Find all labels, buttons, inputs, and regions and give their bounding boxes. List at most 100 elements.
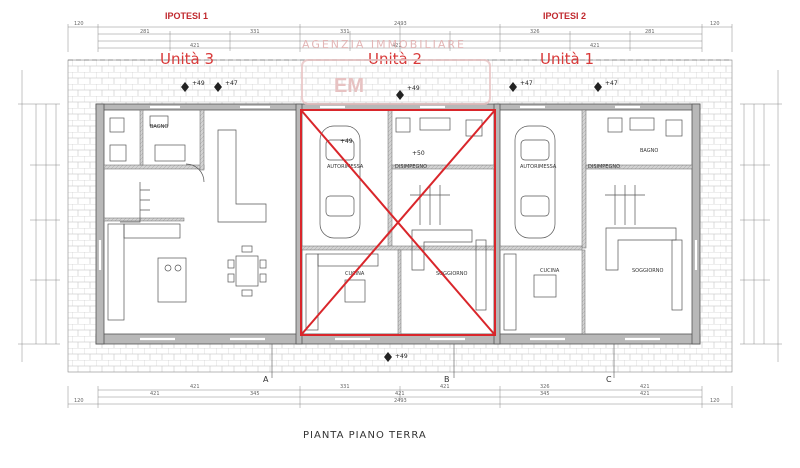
unit-3-chair-2 bbox=[227, 273, 235, 283]
unit-3-stair bbox=[120, 182, 150, 223]
dim-bottom-a-2: 331 bbox=[340, 384, 350, 390]
interior-walls bbox=[103, 109, 693, 335]
unit-3-shower-2 bbox=[154, 144, 186, 162]
room-label-cucina-right: CUCINA bbox=[540, 268, 560, 274]
dim-bottom-total: 2493 bbox=[394, 398, 407, 404]
unit-3-chair bbox=[227, 259, 235, 269]
windows bbox=[98, 105, 698, 341]
unit-1-furniture bbox=[503, 117, 683, 331]
dim-bottom-b-1: 421 bbox=[150, 391, 160, 397]
dim-bottom-b-5: 421 bbox=[640, 391, 650, 397]
dim-top-total: 2493 bbox=[394, 21, 407, 27]
unit-3-chair-6 bbox=[241, 289, 253, 297]
dim-bottom-a-3: 421 bbox=[440, 384, 450, 390]
room-label-soggiorno-mid: SOGGIORNO bbox=[436, 271, 467, 277]
room-label-autorimessa-mid: AUTORIMESSA bbox=[327, 164, 364, 170]
level-marker-1: +49 bbox=[192, 80, 205, 87]
dim-bottom-a-4: 326 bbox=[540, 384, 550, 390]
section-marker-a: A bbox=[263, 375, 269, 384]
watermark-logo-frame bbox=[301, 59, 491, 105]
unit-1-stair bbox=[605, 185, 645, 225]
section-marker-b: B bbox=[444, 375, 450, 384]
room-label-disimpegno-mid: DISIMPEGNO bbox=[395, 164, 427, 170]
dim-bottom-a-1: 421 bbox=[190, 384, 200, 390]
watermark-logo: EM bbox=[334, 75, 364, 97]
unit-1-sofa bbox=[605, 227, 677, 271]
drawing-caption: PIANTA PIANO TERRA bbox=[303, 430, 427, 441]
unit-3-sofa bbox=[217, 129, 267, 223]
unit-3-chair-5 bbox=[241, 245, 253, 253]
dim-top-a-5: 281 bbox=[645, 29, 655, 35]
dim-top-b-3: 421 bbox=[590, 43, 600, 49]
unit-label-1: Unità 1 bbox=[540, 50, 594, 68]
unit-2-stair bbox=[410, 185, 450, 225]
dim-bottom-b-3: 421 bbox=[395, 391, 405, 397]
dim-bottom-b-2: 345 bbox=[250, 391, 260, 397]
dim-bottom-left-end: 120 bbox=[74, 398, 84, 404]
room-label-autorimessa-right: AUTORIMESSA bbox=[520, 164, 557, 170]
top-dimension-lines: 120 2493 120 281 331 331 326 281 421 421… bbox=[67, 21, 733, 52]
header-ipotesi-2: IPOTESI 2 bbox=[543, 11, 586, 21]
unit-2-cross-out-diagonal-2 bbox=[300, 109, 496, 336]
unit-1-tv-unit bbox=[671, 239, 683, 311]
dim-top-right-end: 120 bbox=[710, 21, 720, 27]
unit-3-chair-4 bbox=[259, 273, 267, 283]
dim-top-a-3: 331 bbox=[340, 29, 350, 35]
level-marker-7: +50 bbox=[412, 150, 425, 157]
header-ipotesi-1: IPOTESI 1 bbox=[165, 11, 208, 21]
unit-3-chair-3 bbox=[259, 259, 267, 269]
unit-2-sink bbox=[419, 117, 451, 131]
unit-2-kitchen-top bbox=[317, 253, 379, 267]
level-marker-6: +49 bbox=[340, 138, 353, 145]
unit-label-3: Unità 3 bbox=[160, 50, 214, 68]
unit-2-cross-out-frame bbox=[300, 109, 496, 336]
unit-2-car-rear bbox=[325, 195, 355, 217]
unit-1-sink bbox=[629, 117, 655, 131]
dim-top-a-1: 281 bbox=[140, 29, 150, 35]
unit-3-island bbox=[157, 257, 187, 303]
level-markers: +49 +47 +49 +47 +47 +49 +50 +49 bbox=[181, 80, 618, 362]
unit-1-wc bbox=[607, 117, 623, 133]
unit-3-hob-2 bbox=[174, 264, 182, 272]
level-marker-5: +47 bbox=[605, 80, 618, 87]
level-marker-4: +47 bbox=[520, 80, 533, 87]
unit-2-furniture bbox=[305, 117, 487, 331]
unit-2-tv-unit bbox=[475, 239, 487, 311]
unit-1-shower bbox=[665, 119, 683, 137]
dim-top-b-2: 421 bbox=[392, 43, 402, 49]
unit-1-car bbox=[514, 125, 556, 239]
unit-1-car-rear bbox=[520, 195, 550, 217]
section-marker-c: C bbox=[606, 375, 612, 384]
dim-top-a-2: 331 bbox=[250, 29, 260, 35]
room-label-soggiorno-right: SOGGIORNO bbox=[632, 268, 663, 274]
side-dimension-lines bbox=[18, 70, 782, 362]
dim-top-left-end: 120 bbox=[74, 21, 84, 27]
unit-3-shower bbox=[109, 144, 127, 162]
room-label-cucina-mid: CUCINA bbox=[345, 271, 365, 277]
section-markers: A B C bbox=[263, 344, 615, 384]
dim-top-b-1: 421 bbox=[190, 43, 200, 49]
unit-1-car-windshield bbox=[520, 139, 550, 161]
unit-3-door-swing bbox=[185, 163, 205, 183]
dim-top-a-4: 326 bbox=[530, 29, 540, 35]
unit-2-cross-out bbox=[300, 109, 496, 336]
unit-3-hob bbox=[164, 264, 172, 272]
unit-2-car bbox=[319, 125, 361, 239]
dim-bottom-a-5: 421 bbox=[640, 384, 650, 390]
dim-bottom-right-end: 120 bbox=[710, 398, 720, 404]
unit-2-wc bbox=[395, 117, 411, 133]
unit-1-kitchen-counter bbox=[503, 253, 517, 331]
unit-3-kitchen-top bbox=[123, 223, 181, 239]
bottom-dimension-lines: 421 331 421 326 421 421 345 421 345 421 … bbox=[67, 384, 733, 408]
unit-3-dining-table bbox=[235, 255, 259, 287]
level-marker-8: +49 bbox=[395, 353, 408, 360]
unit-2-sofa bbox=[411, 229, 473, 271]
level-marker-3: +49 bbox=[407, 85, 420, 92]
unit-1-dining-table bbox=[533, 274, 557, 298]
level-marker-2: +47 bbox=[225, 80, 238, 87]
dim-bottom-b-4: 345 bbox=[540, 391, 550, 397]
unit-2-dining-table bbox=[344, 279, 366, 303]
unit-2-kitchen-counter bbox=[305, 253, 319, 331]
room-label-bagno-left: BAGNO bbox=[150, 124, 168, 130]
unit-3-sink bbox=[149, 115, 169, 127]
